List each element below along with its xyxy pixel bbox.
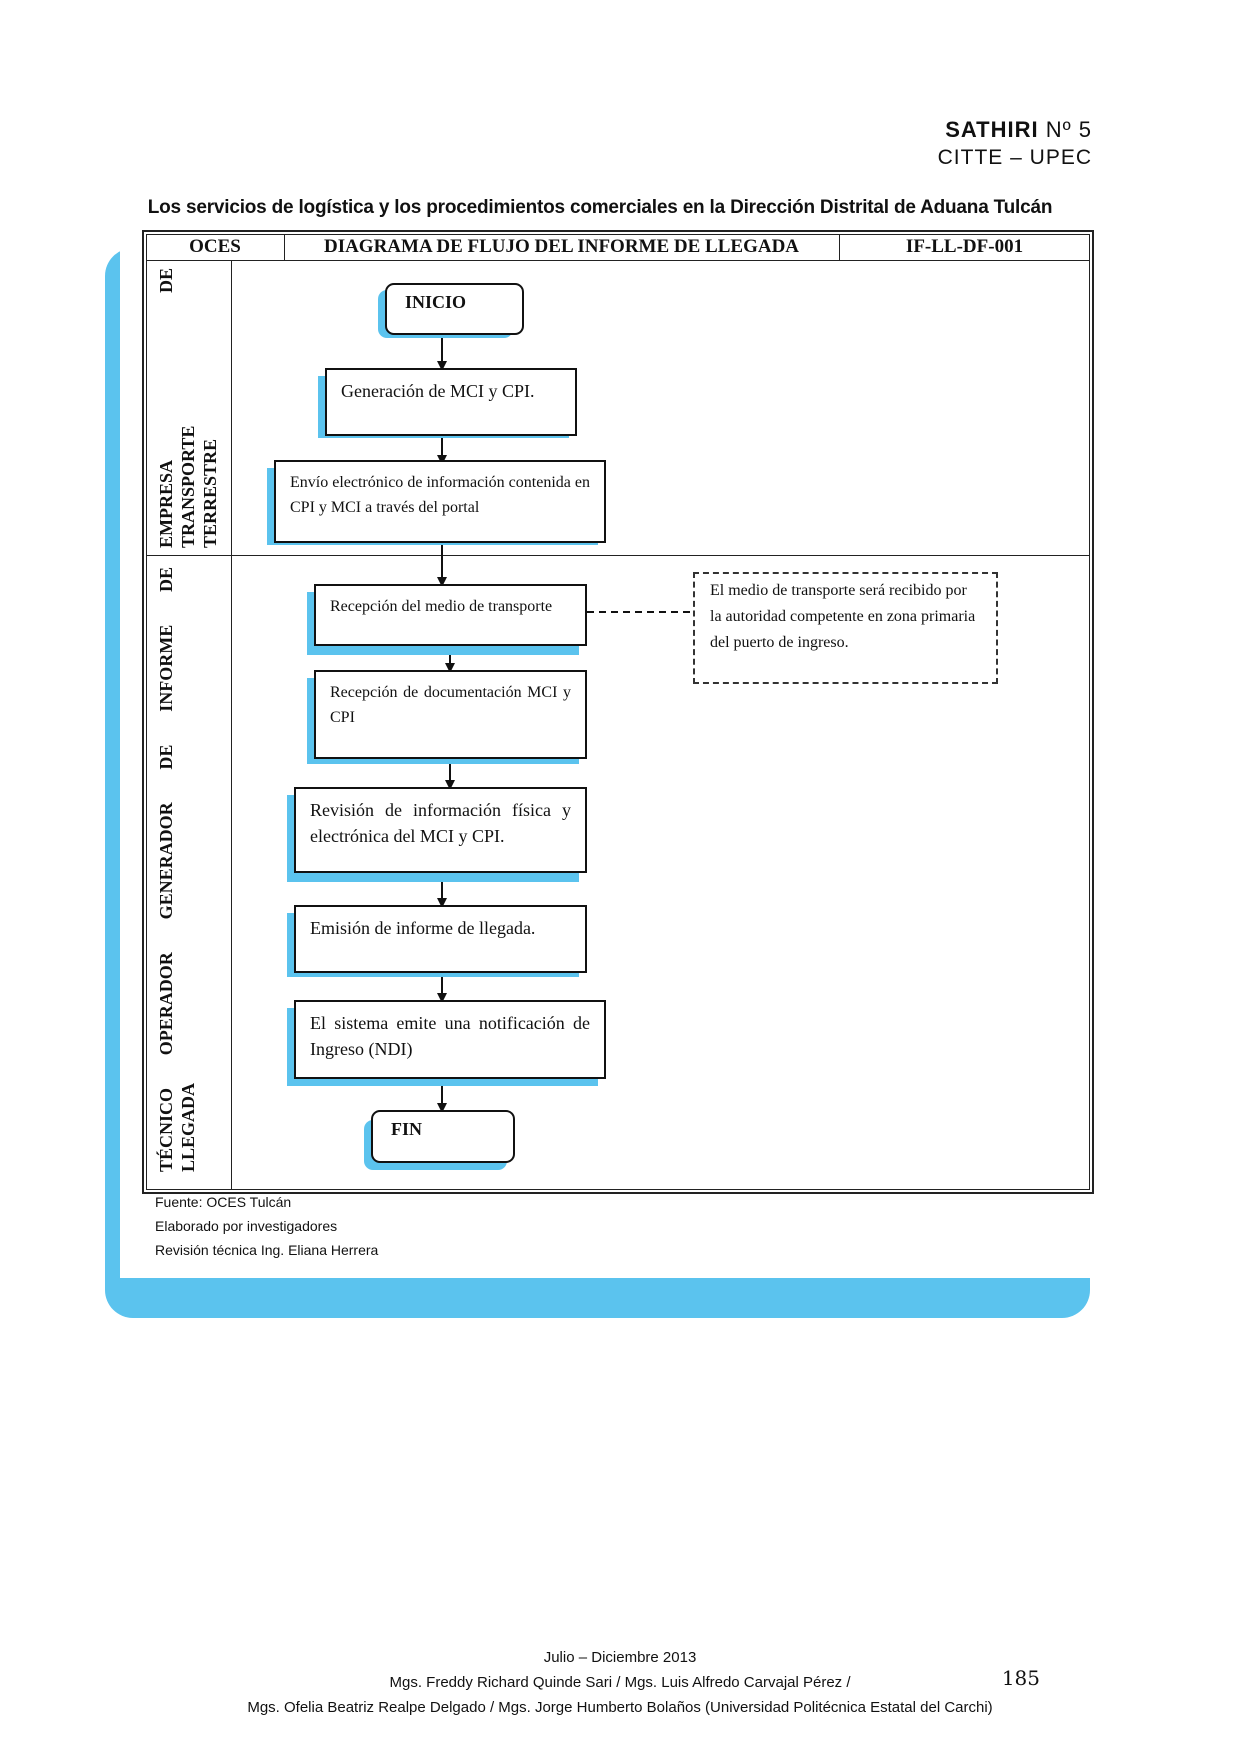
- table-name-cell: DIAGRAMA DE FLUJO DEL INFORME DE LLEGADA: [323, 236, 800, 257]
- step-envio-electronico: Envío electrónico de información conteni…: [274, 460, 606, 543]
- diagram-frame-inner: [146, 234, 1090, 1190]
- step-notificacion-ingreso: El sistema emite una notificación de Ing…: [294, 1000, 606, 1079]
- step-revision-informacion: Revisión de información física y electró…: [294, 787, 587, 873]
- figure-card: [120, 226, 1120, 1278]
- footer-period: Julio – Diciembre 2013: [543, 1649, 697, 1666]
- table-code-cell: IF-LL-DF-001: [905, 236, 1024, 257]
- table-org-cell: OCES: [189, 236, 241, 257]
- journal-number: Nº 5: [1045, 117, 1092, 142]
- journal-name: SATHIRI: [945, 117, 1039, 142]
- figure-source: Fuente: OCES Tulcán Elaborado por invest…: [155, 1190, 378, 1262]
- page-number: 185: [1001, 1666, 1040, 1690]
- source-elaborado: Elaborado por investigadores: [155, 1218, 338, 1234]
- start-terminal: INICIO: [385, 283, 524, 335]
- lane-divider: [146, 555, 1090, 556]
- flow-connectors: [437, 336, 693, 1113]
- lane-column-divider: [231, 261, 232, 1190]
- step-emision-informe: Emisión de informe de llegada.: [294, 905, 587, 973]
- footer-authors-line2: Mgs. Ofelia Beatriz Realpe Delgado / Mgs…: [247, 1699, 993, 1716]
- footer-authors-line1: Mgs. Freddy Richard Quinde Sari / Mgs. L…: [389, 1674, 851, 1691]
- step-recepcion-documentacion: Recepción de documentación MCI y CPI: [314, 670, 587, 759]
- note-transport-reception: El medio de transporte será recibido por…: [693, 572, 998, 684]
- header-col-divider-2: [839, 234, 840, 261]
- end-terminal: FIN: [371, 1110, 515, 1163]
- header-col-divider-1: [284, 234, 285, 261]
- header-row-divider: [146, 260, 1090, 261]
- document-title: Los servicios de logística y los procedi…: [147, 197, 1053, 218]
- journal-header: SATHIRI Nº 5: [945, 117, 1092, 143]
- source-revision: Revisión técnica Ing. Eliana Herrera: [155, 1242, 379, 1258]
- step-recepcion-transporte: Recepción del medio de transporte: [314, 584, 587, 646]
- institution-label: CITTE – UPEC: [937, 146, 1092, 169]
- diagram-frame: [142, 230, 1094, 1194]
- source-fuente: Fuente: OCES Tulcán: [155, 1194, 292, 1210]
- step-generacion-mci-cpi: Generación de MCI y CPI.: [325, 368, 577, 436]
